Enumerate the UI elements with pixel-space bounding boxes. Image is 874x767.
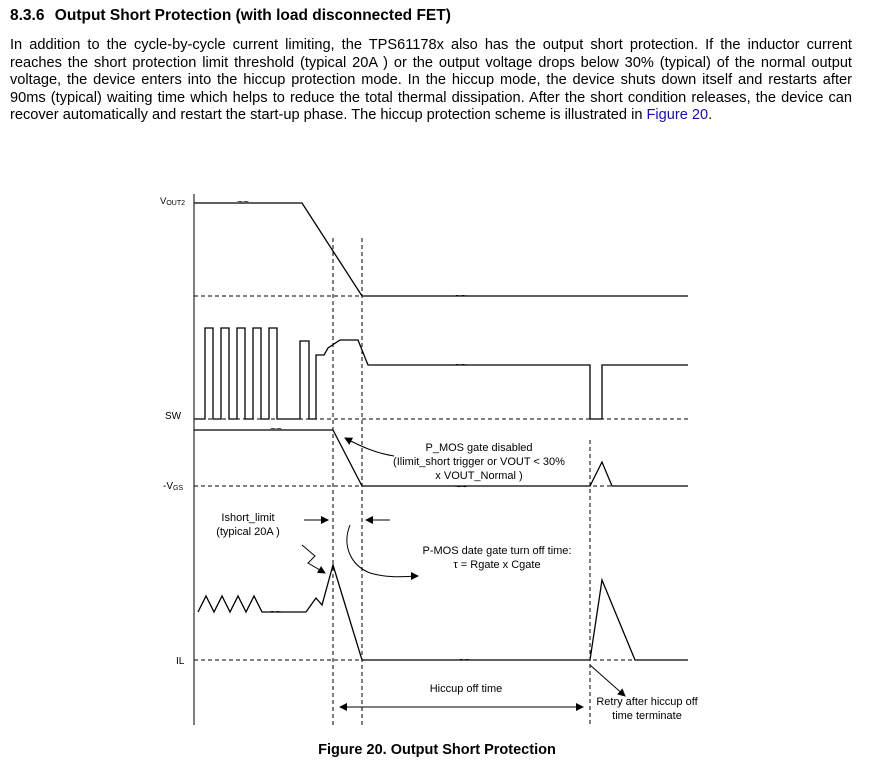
svg-text:~~: ~~ bbox=[455, 291, 467, 302]
il-waveform bbox=[197, 562, 688, 661]
vout2-waveform bbox=[194, 202, 688, 297]
turnoff-line2: τ = Rgate x Cgate bbox=[453, 559, 540, 571]
section-heading: 8.3.6 Output Short Protection (with load… bbox=[10, 7, 451, 25]
sw-waveform bbox=[194, 327, 688, 487]
pmos-disabled-line1: P_MOS gate disabled bbox=[425, 442, 532, 454]
svg-text:~~: ~~ bbox=[237, 197, 249, 208]
sw-label: SW bbox=[165, 411, 182, 422]
svg-text:~~: ~~ bbox=[455, 360, 467, 371]
pmos-disabled-line3: x VOUT_Normal ) bbox=[435, 470, 522, 482]
svg-text:~~: ~~ bbox=[270, 424, 282, 435]
svg-text:~~: ~~ bbox=[455, 482, 467, 493]
break-marks: ~~ ~~ ~~ ~~ ~~ ~~ ~~ bbox=[237, 197, 471, 666]
timing-diagram: VOUT2 SW -VGS IL ~~ ~~ ~~ ~~ ~~ ~~ ~~ P_… bbox=[160, 194, 699, 725]
section-title: Output Short Protection (with load disco… bbox=[54, 7, 451, 24]
hiccup-off-time: Hiccup off time bbox=[430, 683, 503, 695]
il-label: IL bbox=[176, 656, 185, 667]
vout2-label: VOUT2 bbox=[160, 196, 185, 207]
ishort-limit-line2: (typical 20A ) bbox=[216, 526, 280, 538]
turnoff-line1: P-MOS date gate turn off time: bbox=[423, 545, 572, 557]
paragraph-end: . bbox=[708, 107, 713, 124]
ishort-limit-line1: Ishort_limit bbox=[221, 512, 274, 524]
paragraph-text: In addition to the cycle-by-cycle curren… bbox=[10, 37, 852, 124]
retry-line2: time terminate bbox=[612, 710, 682, 722]
body-paragraph: In addition to the cycle-by-cycle curren… bbox=[10, 37, 852, 125]
retry-line1: Retry after hiccup off bbox=[596, 696, 698, 708]
svg-text:~~: ~~ bbox=[270, 607, 282, 618]
annotation-arrows bbox=[301, 437, 626, 711]
svg-text:~~: ~~ bbox=[459, 655, 471, 666]
figure-link[interactable]: Figure 20 bbox=[646, 107, 709, 124]
vgs-label: -VGS bbox=[163, 481, 183, 492]
section-number: 8.3.6 bbox=[10, 7, 45, 24]
annotation-texts: P_MOS gate disabled (Ilimit_short trigge… bbox=[216, 442, 698, 722]
figure-caption: Figure 20. Output Short Protection bbox=[318, 742, 556, 758]
pmos-disabled-line2: (Ilimit_short trigger or VOUT < 30% bbox=[393, 456, 565, 468]
